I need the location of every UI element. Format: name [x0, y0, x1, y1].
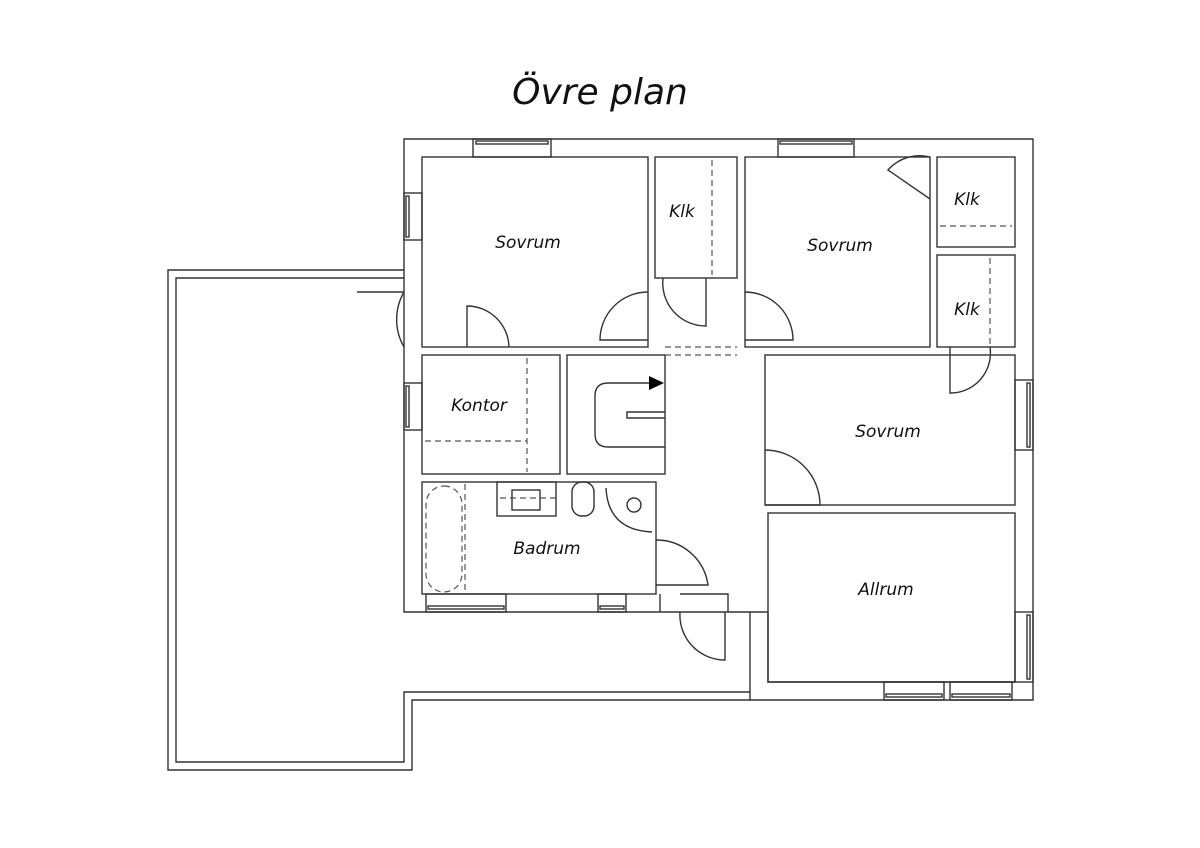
room-badrum: [421, 481, 657, 595]
sink-counter: [496, 481, 557, 517]
label-sovrum-3: Sovrum: [855, 422, 921, 442]
room-klk-2: [936, 156, 1016, 248]
stair-symbol: [594, 382, 665, 448]
shower-icon: [626, 497, 642, 513]
room-klk-3: [936, 254, 1016, 348]
closet-lines: [425, 160, 1012, 592]
stair-arrow-icon: [649, 376, 664, 390]
outer-wall: [403, 138, 1034, 701]
toilet-icon: [571, 481, 595, 517]
sink-icon: [511, 489, 541, 511]
label-badrum: Badrum: [513, 539, 580, 559]
label-sovrum-2: Sovrum: [807, 236, 873, 256]
label-klk-3: Klk: [954, 300, 981, 320]
label-allrum: Allrum: [857, 580, 913, 600]
plan-title: Övre plan: [512, 72, 688, 113]
bathtub-icon: [425, 485, 463, 593]
shower-screen: [605, 487, 653, 533]
room-stairs: [566, 354, 666, 475]
windows: [403, 138, 1034, 701]
door-swings: [357, 154, 992, 661]
label-klk-1: Klk: [669, 202, 696, 222]
label-kontor: Kontor: [451, 396, 508, 416]
hall-wall: [659, 593, 1015, 683]
terrace-outline: [167, 269, 750, 771]
label-klk-2: Klk: [954, 190, 981, 210]
room-klk-1: [654, 156, 738, 279]
label-sovrum-1: Sovrum: [495, 233, 561, 253]
